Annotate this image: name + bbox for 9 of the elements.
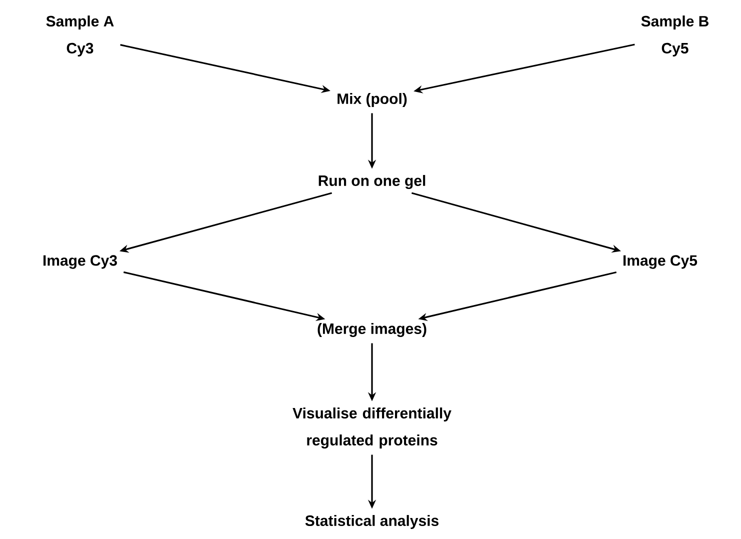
text-label: Visualise differentially regulated proteins	[292, 407, 452, 449]
text-label: Mix (pool)	[338, 93, 407, 107]
text-label: Sample B Cy5	[641, 16, 708, 56]
text-label: Sample A Cy3	[46, 16, 114, 56]
text-label: Image Cy5	[624, 255, 698, 269]
text-label: Image Cy3	[44, 255, 117, 269]
text-label: Statistical analysis	[305, 515, 438, 529]
text-label: (Merge images)	[318, 322, 426, 338]
text-label: Run on one gel	[318, 174, 426, 190]
